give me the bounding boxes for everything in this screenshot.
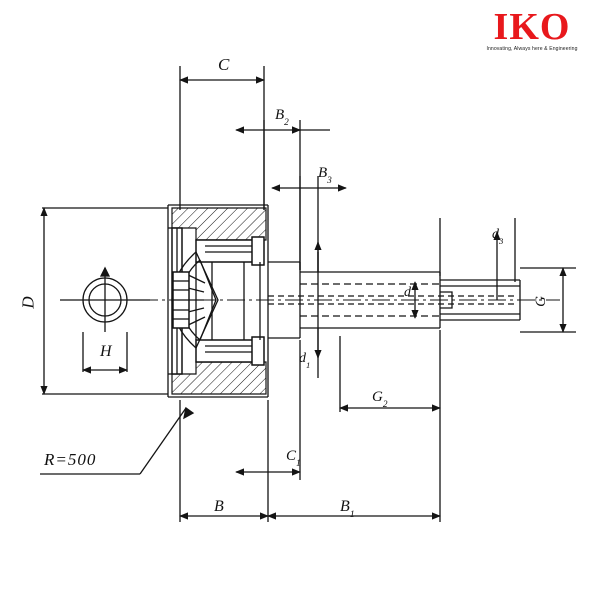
dimension-label-C1: C1 — [286, 448, 301, 469]
dimension-label-H: H — [100, 343, 112, 360]
outline-geometry — [40, 66, 576, 522]
dimension-label-B: B — [214, 498, 224, 515]
iko-tagline: Innovating, Always here & Engineering — [486, 46, 578, 52]
dimension-label-D: D — [18, 296, 38, 309]
dimension-label-C: C — [218, 55, 230, 74]
dimension-label-B2: B2 — [275, 107, 289, 128]
dimension-label-d: d — [404, 285, 411, 300]
dimension-label-G2: G2 — [372, 389, 388, 410]
radius-note-label: R=500 — [44, 450, 97, 469]
iko-wordmark: IKO — [493, 6, 571, 48]
iko-logo: IKO Innovating, Always here & Engineerin… — [478, 8, 586, 60]
dimension-label-B1: B1 — [340, 498, 355, 521]
dimension-label-G: G — [532, 296, 549, 307]
dimension-label-d3: d3 — [492, 227, 504, 246]
dimension-label-B3: B3 — [318, 165, 332, 186]
dimension-label-d1: d1 — [299, 351, 311, 370]
